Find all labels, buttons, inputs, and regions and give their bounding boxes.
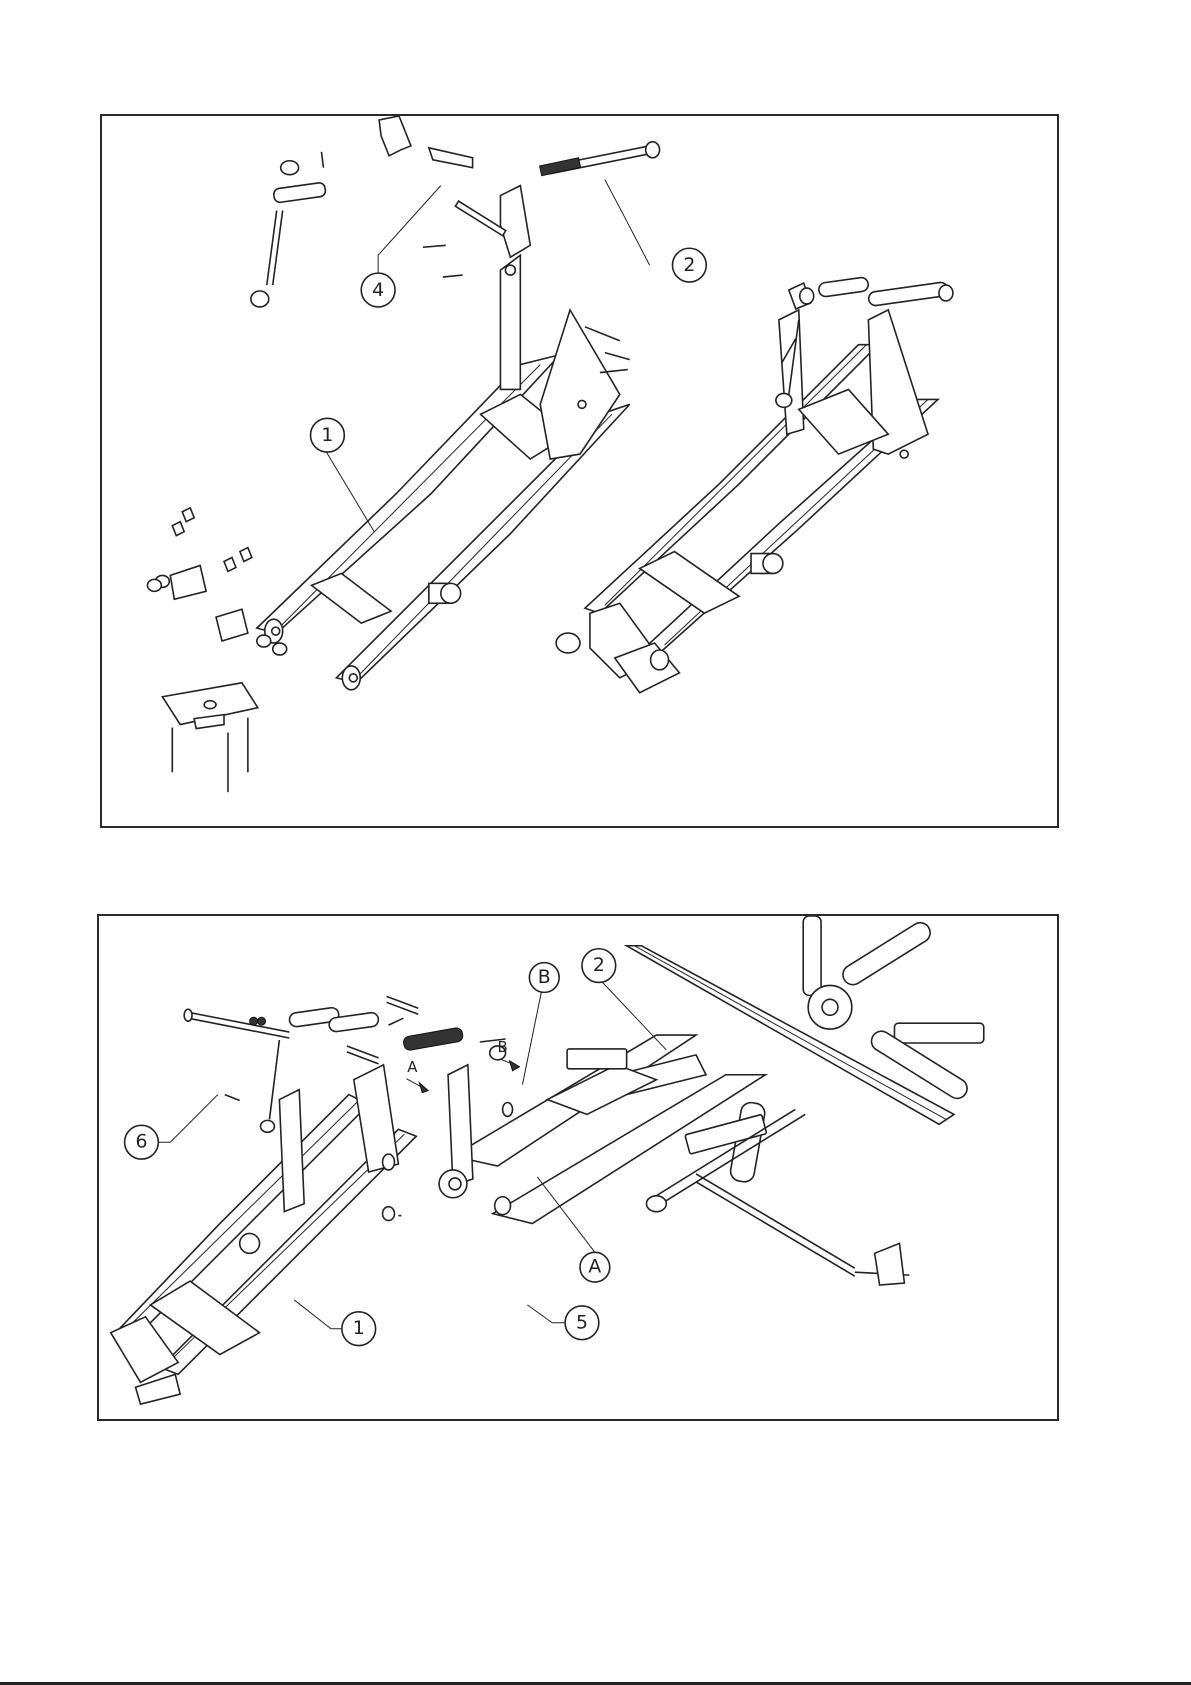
callout-6: 6 [125,1095,218,1159]
assembly-view-drawing: A B 1 2 5 [99,916,1057,1419]
svg-text:4: 4 [372,279,384,301]
callout-B: B [522,963,559,1085]
exploded-view-panel: 1 2 4 [100,114,1059,828]
pins-and-spring [250,996,506,1063]
svg-text:1: 1 [321,424,333,446]
callout-2: 2 [582,949,666,1050]
callout-5: 5 [527,1305,598,1340]
svg-text:2: 2 [593,955,605,976]
svg-text:6: 6 [135,1132,147,1153]
frame-subassembly [111,1007,417,1404]
svg-text:5: 5 [576,1312,588,1333]
callout-1: 1 [311,418,375,531]
callout-1: 1 [294,1300,375,1346]
exploded-view-drawing: 1 2 4 [102,116,1057,826]
assembly-view-panel: A B 1 2 5 [97,914,1059,1421]
svg-text:B: B [497,1038,507,1056]
arrow-a: A [406,1058,428,1093]
arrow-b: B [497,1038,519,1071]
front-mount-hardware [147,508,286,792]
svg-text:A: A [407,1058,418,1076]
main-machine-frame [439,916,984,1285]
svg-text:1: 1 [353,1318,365,1339]
top-brackets-and-pins [251,116,660,373]
main-frame-exploded [257,255,630,690]
svg-text:A: A [588,1257,601,1278]
svg-text:B: B [538,967,551,988]
callout-2: 2 [605,180,706,282]
svg-text:2: 2 [683,254,695,276]
